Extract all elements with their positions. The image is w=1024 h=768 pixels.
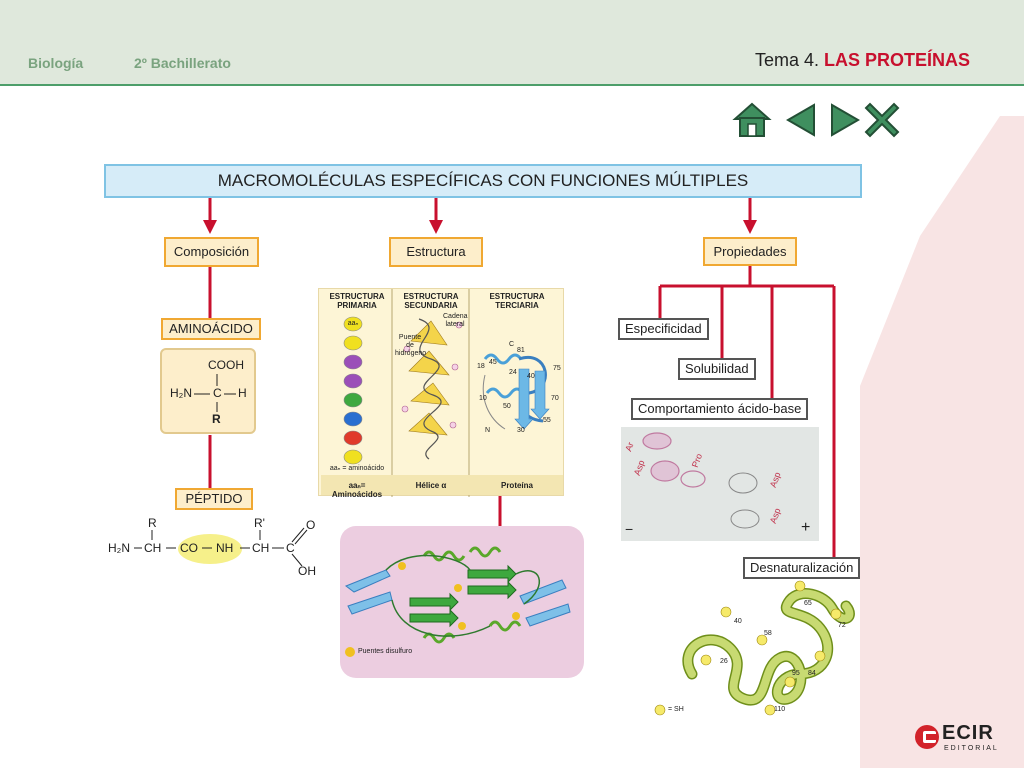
cooh-group: COOH (208, 358, 244, 372)
chain-n-26: 26 (720, 658, 728, 665)
chain-n-95: 95 (792, 670, 800, 677)
chain-n-110: 110 (774, 706, 786, 713)
logo-mark-icon (915, 725, 939, 749)
desnaturalizacion-label: Desnaturalización (743, 557, 861, 579)
puentes-disulfuro-legend: Puentes disulfuro (358, 648, 413, 655)
topic-prefix: Tema 4. (754, 50, 819, 70)
quaternary-structure-image: Puentes disulfuro (340, 526, 584, 678)
topic-title: LAS PROTEÍNAS (823, 50, 970, 70)
sh-legend: = SH (668, 706, 684, 713)
aminoacido-formula-box: COOH H₂N C H R (160, 348, 256, 434)
peptide-ch2: CH (252, 541, 270, 555)
peptide-co: CO (180, 541, 198, 555)
aminoacido-label: AMINOÁCIDO (161, 318, 261, 340)
secundaria-footer: Hélice α (415, 481, 447, 490)
tertiary-numbers: C 81 18 45 24 40 75 10 70 50 55 N 30 (477, 329, 563, 449)
publisher-logo: ECIR EDITORIAL (914, 722, 1004, 754)
puente-label: Puente de hidrógeno (395, 334, 427, 357)
peptide-hydroxyl: OH (298, 564, 316, 578)
svg-text:Pro: Pro (690, 452, 704, 469)
aa-bead-label: aaₙ (347, 320, 359, 327)
estructura-box: Estructura (389, 237, 483, 267)
peptide-oxygen: O (306, 518, 316, 532)
cadena-label: Cadena lateral (443, 313, 468, 328)
tertiary-n-55: 55 (543, 417, 551, 424)
close-icon[interactable] (862, 100, 902, 140)
primaria-header: ESTRUCTURA PRIMARIA (329, 292, 385, 310)
terciaria-header: ESTRUCTURA TERCIARIA (489, 292, 545, 310)
peptide-bonds (134, 527, 308, 567)
subject-label: Biología (28, 55, 84, 71)
header-bar: Biología 2º Bachillerato Tema 4. LAS PRO… (0, 0, 1024, 86)
denatured-chain-drawing (654, 580, 855, 716)
tertiary-n-50: 50 (503, 403, 511, 410)
peptido-label: PÉPTIDO (175, 488, 253, 510)
tertiary-n-30: 30 (517, 427, 525, 434)
composicion-box: Composición (164, 237, 259, 267)
alpha-carbon: C (213, 386, 222, 400)
chain-n-84: 84 (808, 670, 816, 677)
denatured-chain-figure: 65 40 72 58 26 95 84 110 = SH (650, 578, 870, 718)
tertiary-n-81: 81 (517, 347, 525, 354)
tertiary-n-24: 24 (509, 369, 517, 376)
peptide-formula: R R' H₂N CH CO NH CH C O OH (104, 514, 324, 580)
tertiary-n-45: 45 (489, 359, 497, 366)
tertiary-n-40: 40 (527, 373, 535, 380)
terciaria-footer: Proteína (500, 481, 533, 490)
propiedades-box: Propiedades (703, 237, 797, 266)
gel-plus: + (801, 519, 811, 536)
electrophoresis-drawing: Ar Asp Pro Asp Asp (623, 432, 783, 529)
logo-sub: EDITORIAL (944, 745, 999, 752)
r-group: R (212, 412, 221, 426)
quaternary-drawing (344, 546, 571, 657)
tertiary-n-18: 18 (477, 363, 485, 370)
course-label: 2º Bachillerato (134, 55, 231, 71)
svg-text:Asp: Asp (768, 507, 783, 525)
chain-n-40: 40 (734, 618, 742, 625)
tertiary-n-n: N (485, 427, 491, 434)
peptide-r1: R (148, 516, 157, 530)
structure-levels-figure: ESTRUCTURA PRIMARIA ESTRUCTURA SECUNDARI… (318, 288, 564, 499)
svg-text:Asp: Asp (632, 459, 647, 477)
aminoacid-bonds (194, 374, 236, 412)
peptide-carbon: C (286, 541, 295, 555)
svg-text:Asp: Asp (768, 471, 783, 489)
peptide-ch1: CH (144, 541, 162, 555)
solubilidad-label: Solubilidad (678, 358, 756, 380)
background-decoration (860, 116, 1024, 768)
secundaria-header: ESTRUCTURA SECUNDARIA (403, 292, 459, 310)
page-title: Tema 4. LAS PROTEÍNAS (755, 50, 970, 71)
tertiary-n-10: 10 (479, 395, 487, 402)
especificidad-label: Especificidad (618, 318, 709, 340)
peptide-amino: H₂N (108, 541, 130, 555)
chain-n-72: 72 (838, 622, 846, 629)
electrophoresis-photo: Ar Asp Pro Asp Asp − + (621, 427, 819, 541)
peptide-nh: NH (216, 541, 234, 555)
acido-base-label: Comportamiento ácido-base (631, 398, 809, 420)
next-icon[interactable] (824, 100, 864, 140)
amino-group: H₂N (170, 386, 192, 400)
previous-icon[interactable] (782, 100, 822, 140)
primaria-footer: aaₙ= Aminoácidos (331, 481, 383, 499)
tertiary-n-c: C (509, 341, 515, 348)
main-title-box: MACROMOLÉCULAS ESPECÍFICAS CON FUNCIONES… (104, 164, 862, 198)
tertiary-n-70: 70 (551, 395, 559, 402)
gel-minus: − (625, 521, 634, 537)
home-icon[interactable] (732, 100, 772, 140)
peptide-r2: R' (254, 516, 265, 530)
chain-n-58: 58 (764, 630, 772, 637)
structure-levels-drawing (321, 289, 563, 497)
chain-n-65: 65 (804, 600, 812, 607)
hydrogen: H (238, 386, 247, 400)
aa-note: aaₙ = aminoácido (329, 465, 385, 472)
logo-name: ECIR (942, 722, 994, 744)
tertiary-n-75: 75 (553, 365, 561, 372)
svg-text:Ar: Ar (623, 441, 635, 453)
